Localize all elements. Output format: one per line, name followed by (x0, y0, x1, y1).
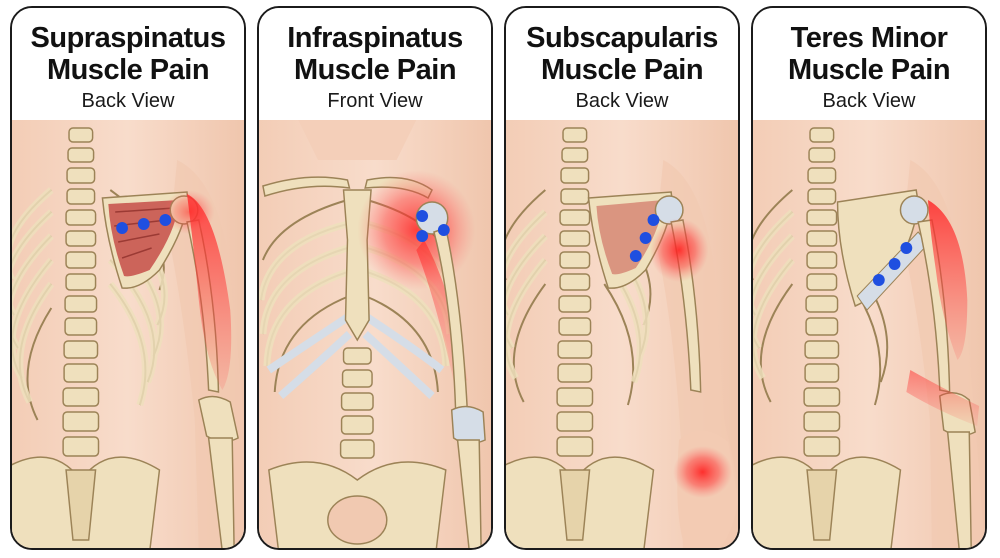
panel-infraspinatus: Infraspinatus Muscle Pain Front View (257, 6, 493, 550)
title-line-1: Infraspinatus (287, 22, 463, 54)
title-line-2: Muscle Pain (540, 54, 704, 86)
spine-icon (339, 347, 375, 459)
panel-subscapularis: Subscapularis Muscle Pain Back View (504, 6, 740, 550)
panel-header: Teres Minor Muscle Pain Back View (753, 8, 985, 120)
panel-title: Supraspinatus Muscle Pain (12, 22, 244, 86)
pain-zone-wrist (673, 446, 733, 498)
title-line-2: Muscle Pain (46, 54, 210, 86)
rib-fill (753, 209, 795, 380)
costal-cartilage (266, 312, 445, 400)
neck-skin (298, 120, 417, 160)
title-line-2: Muscle Pain (787, 54, 951, 86)
panel-header: Infraspinatus Muscle Pain Front View (259, 8, 491, 120)
view-label: Back View (822, 90, 916, 112)
spine-icon (556, 127, 594, 457)
back-view-illustration (12, 120, 244, 548)
pain-zone-shoulder (649, 218, 709, 282)
spine-icon (803, 127, 841, 457)
pain-zone-icon (186, 194, 232, 390)
panel-title: Subscapularis Muscle Pain (506, 22, 738, 86)
trigger-point-icon (116, 214, 172, 234)
panel-title: Infraspinatus Muscle Pain (259, 22, 491, 86)
pelvis-icon (506, 456, 655, 548)
trigger-point-icon (629, 214, 660, 262)
panel-title: Teres Minor Muscle Pain (753, 22, 985, 86)
pain-zone-icon (927, 200, 968, 360)
panel-header: Subscapularis Muscle Pain Back View (506, 8, 738, 120)
trigger-point-icon (416, 210, 450, 242)
pelvis-icon (12, 456, 161, 548)
front-view-illustration (259, 120, 491, 548)
view-label: Back View (575, 90, 669, 112)
spine-icon (62, 127, 100, 457)
pain-zone-shoulder (357, 170, 476, 290)
panel-header: Supraspinatus Muscle Pain Back View (12, 8, 244, 120)
back-view-illustration (506, 120, 738, 548)
pain-zone-shoulder (163, 190, 215, 234)
humerus-icon (415, 201, 486, 548)
title-line-1: Teres Minor (790, 22, 948, 54)
title-line-1: Subscapularis (526, 22, 718, 54)
pain-zone-elbow (906, 370, 980, 426)
panel-teres-minor: Teres Minor Muscle Pain Back View (751, 6, 987, 550)
back-view-illustration (753, 120, 985, 548)
pelvis-icon (268, 461, 447, 548)
view-label: Back View (81, 90, 175, 112)
pelvis-icon (753, 456, 902, 548)
panel-supraspinatus: Supraspinatus Muscle Pain Back View (10, 6, 246, 550)
title-line-2: Muscle Pain (293, 54, 457, 86)
title-line-1: Supraspinatus (30, 22, 226, 54)
subscapularis-muscle (596, 200, 664, 275)
view-label: Front View (327, 90, 423, 112)
trigger-point-icon (872, 242, 913, 286)
